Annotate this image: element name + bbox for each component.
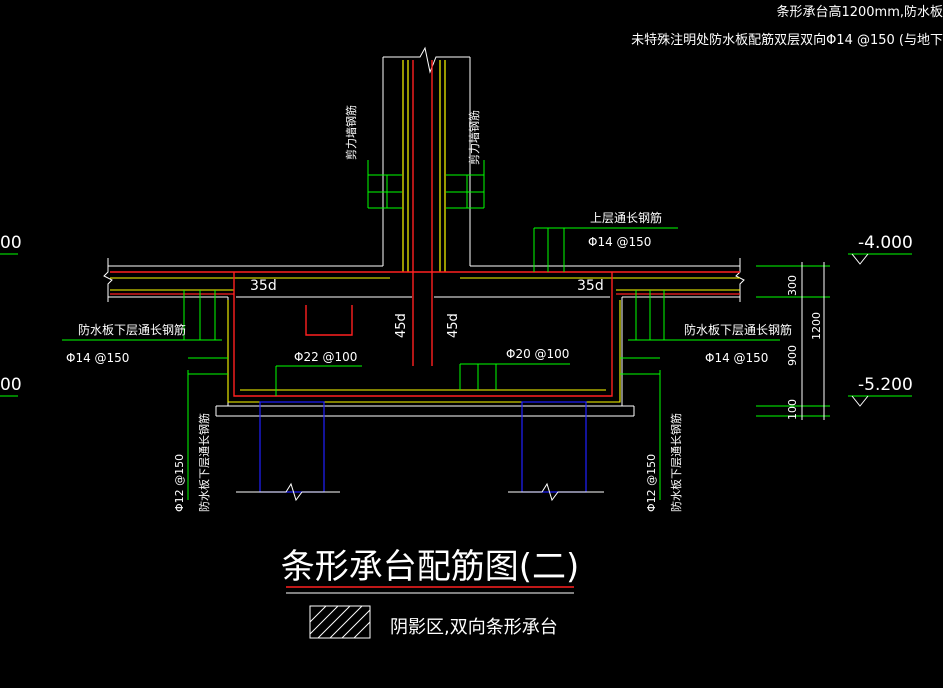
- left-edge-label-top: 00: [0, 233, 22, 253]
- wall-rebars: [402, 60, 446, 366]
- shear-wall: [382, 46, 471, 266]
- side-bar-leader-right: [620, 357, 661, 500]
- top-bar-spec: Φ14 @150: [588, 235, 651, 249]
- cap-rebar-cage: [227, 272, 621, 403]
- slab-rebars: [110, 271, 740, 295]
- pile-cap: [215, 297, 635, 417]
- bottom-bar-label-left: 防水板下层通长钢筋: [78, 322, 186, 337]
- side-bar-spec-right: Φ12 @150: [645, 454, 658, 512]
- header-note-line1: 条形承台高1200mm,防水板: [776, 4, 943, 20]
- left-edge-label-bottom: 00: [0, 375, 22, 395]
- cap-bar-label-right: Φ20 @100: [506, 347, 569, 361]
- dim-300: 300: [786, 275, 799, 296]
- waterproof-slab: [103, 258, 745, 302]
- dim-100: 100: [786, 399, 799, 420]
- top-bar-leader: [533, 227, 678, 272]
- bottom-bar-spec-left: Φ14 @150: [66, 351, 129, 365]
- drawing-title: 条形承台配筋图(二): [281, 547, 580, 587]
- pile-right: [508, 401, 604, 502]
- top-bar-label: 上层通长钢筋: [590, 210, 662, 225]
- side-bar-spec-left: Φ12 @150: [173, 454, 186, 512]
- side-bar-label-right: 防水板下层通长钢筋: [669, 413, 683, 512]
- cap-bar-leader-right: [459, 363, 570, 390]
- bottom-bar-leader-right: [628, 290, 780, 341]
- wall-bar-leaders: [367, 160, 485, 209]
- elevation-bottom: -5.200: [858, 375, 913, 395]
- side-bar-label-left: 防水板下层通长钢筋: [197, 413, 211, 512]
- elevation-dims: [756, 253, 912, 420]
- lap-label-right: 45d: [446, 313, 461, 338]
- anchor-label-right: 35d: [577, 278, 604, 294]
- elevation-top: -4.000: [858, 233, 913, 253]
- bottom-bar-spec-right: Φ14 @150: [705, 351, 768, 365]
- cap-bar-leader-left: [275, 365, 362, 396]
- dim-1200: 1200: [810, 312, 823, 340]
- legend-text: 阴影区,双向条形承台: [390, 617, 558, 638]
- bottom-bar-label-right: 防水板下层通长钢筋: [684, 322, 792, 337]
- anchor-label-left: 35d: [250, 278, 277, 294]
- wall-bar-label-left: 剪力墙钢筋: [344, 105, 358, 160]
- lap-label-left: 45d: [394, 313, 409, 338]
- pile-left: [236, 401, 340, 502]
- wall-bar-label-right: 剪力墙钢筋: [467, 110, 481, 165]
- cap-bar-label-left: Φ22 @100: [294, 350, 357, 364]
- header-note-line2: 未特殊注明处防水板配筋双层双向Φ14 @150 (与地下: [631, 32, 943, 48]
- legend-hatch-swatch: [309, 605, 371, 639]
- side-bar-leader-left: [187, 357, 228, 500]
- bottom-bar-leader-left: [62, 290, 222, 341]
- dim-900: 900: [786, 345, 799, 366]
